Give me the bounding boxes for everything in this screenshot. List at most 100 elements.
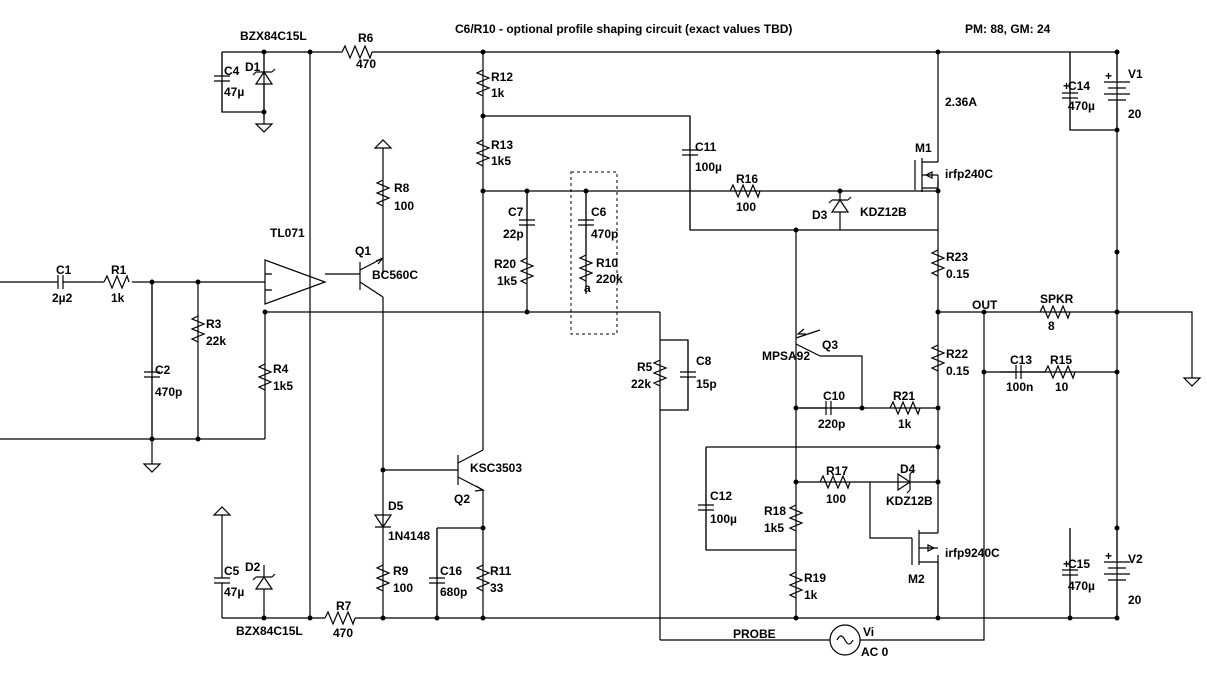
ref-c8: C8 xyxy=(696,354,712,368)
val-q1: BC560C xyxy=(372,268,418,282)
val-c10: 220p xyxy=(818,417,845,431)
ref-r12: R12 xyxy=(491,70,513,84)
ref-d5: D5 xyxy=(388,499,404,513)
polarity-mark-c14: + xyxy=(1063,79,1070,93)
resistors xyxy=(103,44,1076,626)
resistor-r17-symbol xyxy=(819,474,851,490)
val-c15: 470µ xyxy=(1068,579,1095,593)
resistor-r21-symbol xyxy=(889,400,921,416)
val-q3: MPSA92 xyxy=(762,349,810,363)
header-margins: PM: 88, GM: 24 xyxy=(965,22,1051,36)
ground-icon xyxy=(254,112,274,133)
ref-r21: R21 xyxy=(893,389,915,403)
val-r15: 10 xyxy=(1055,380,1069,394)
ref-c14: C14 xyxy=(1068,79,1090,93)
val-r21: 1k xyxy=(898,417,912,431)
transistor-q1-symbol xyxy=(359,257,384,298)
resistor-r8-symbol xyxy=(375,179,391,207)
ref-r8: R8 xyxy=(394,181,410,195)
ref-r15: R15 xyxy=(1050,353,1072,367)
val-r19: 1k xyxy=(804,588,818,602)
wires xyxy=(0,51,1193,641)
val-c6: 470p xyxy=(591,227,618,241)
val-d4: KDZ12B xyxy=(886,494,933,508)
resistor-r23-symbol xyxy=(930,249,946,277)
ref-c2: C2 xyxy=(155,363,171,377)
capacitor-c10-symbol xyxy=(800,401,862,415)
ref-r9: R9 xyxy=(393,564,409,578)
optional-circuit-box xyxy=(570,171,618,335)
val-r22: 0.15 xyxy=(946,364,970,378)
val-c14: 470µ xyxy=(1068,99,1095,113)
ref-q3: Q3 xyxy=(822,338,838,352)
capacitor-c2-symbol xyxy=(144,282,160,439)
net-label-m1-current: 2.36A xyxy=(945,95,977,109)
ref-d1: D1 xyxy=(245,60,261,74)
resistor-r11-symbol xyxy=(475,564,491,592)
junction-dots xyxy=(149,49,1120,621)
val-r12: 1k xyxy=(491,86,505,100)
ref-bzx-top: BZX84C15L xyxy=(240,29,307,43)
val-c8: 15p xyxy=(696,377,717,391)
ref-d4: D4 xyxy=(900,462,916,476)
resistor-r18-symbol xyxy=(788,504,804,532)
ref-bzx-bot: BZX84C15L xyxy=(236,624,303,638)
supply-arrow-icon xyxy=(212,506,232,516)
capacitor-c8-symbol xyxy=(680,340,696,410)
resistor-r16-symbol xyxy=(729,183,761,199)
val-d5: 1N4148 xyxy=(388,529,430,543)
resistor-r9-symbol xyxy=(375,564,391,592)
ref-m1: M1 xyxy=(915,141,932,155)
ref-r13: R13 xyxy=(491,138,513,152)
zener-d4-symbol xyxy=(897,470,914,494)
grounds xyxy=(142,112,1202,516)
val-r23: 0.15 xyxy=(946,267,970,281)
val-v1: 20 xyxy=(1128,107,1142,121)
val-r10: 220k xyxy=(596,272,623,286)
val-r9: 100 xyxy=(393,581,413,595)
val-q2: KSC3503 xyxy=(470,461,522,475)
val-r7: 470 xyxy=(333,626,353,640)
transistor-q3-symbol xyxy=(795,328,821,360)
resistor-spkr-symbol xyxy=(1039,304,1071,320)
ref-c1: C1 xyxy=(56,263,72,277)
capacitor-c6-symbol xyxy=(578,191,594,255)
supply-arrow-icon xyxy=(373,139,393,149)
val-c11: 100µ xyxy=(695,160,722,174)
ground-icon xyxy=(142,462,162,473)
ref-r17: R17 xyxy=(826,464,848,478)
ref-r10: R10 xyxy=(596,256,618,270)
opamp-tl071-symbol xyxy=(264,259,327,305)
val-r11: 33 xyxy=(490,581,504,595)
capacitor-c13-symbol xyxy=(1000,365,1045,379)
ref-r23: R23 xyxy=(946,250,968,264)
val-r8: 100 xyxy=(394,199,414,213)
battery-v2-symbol xyxy=(1104,528,1130,618)
val-c7: 22p xyxy=(503,227,524,241)
ref-r11: R11 xyxy=(490,564,512,578)
transistors xyxy=(264,158,939,618)
val-vi: AC 0 xyxy=(861,645,889,659)
polarity-mark-v2: + xyxy=(1105,549,1112,563)
val-c1: 2µ2 xyxy=(52,291,73,305)
val-r4: 1k5 xyxy=(273,379,293,393)
resistor-r6-symbol xyxy=(341,44,373,60)
capacitor-c1-symbol xyxy=(52,275,68,289)
resistor-r22-symbol xyxy=(930,344,946,372)
val-c4: 47µ xyxy=(224,85,244,99)
battery-v1-symbol xyxy=(1104,52,1130,130)
val-v2: 20 xyxy=(1128,593,1142,607)
resistor-r5-symbol xyxy=(652,359,668,387)
net-label-probe: PROBE xyxy=(733,627,776,641)
ref-spkr: SPKR xyxy=(1040,292,1074,306)
val-r3: 22k xyxy=(206,334,226,348)
ref-v1: V1 xyxy=(1128,67,1143,81)
resistor-r1-symbol xyxy=(103,274,130,290)
capacitor-c5-symbol xyxy=(214,515,230,618)
val-spkr: 8 xyxy=(1048,319,1055,333)
ref-r22: R22 xyxy=(946,347,968,361)
ref-q1: Q1 xyxy=(355,244,371,258)
ref-c6: C6 xyxy=(591,205,607,219)
ref-d3: D3 xyxy=(812,208,828,222)
